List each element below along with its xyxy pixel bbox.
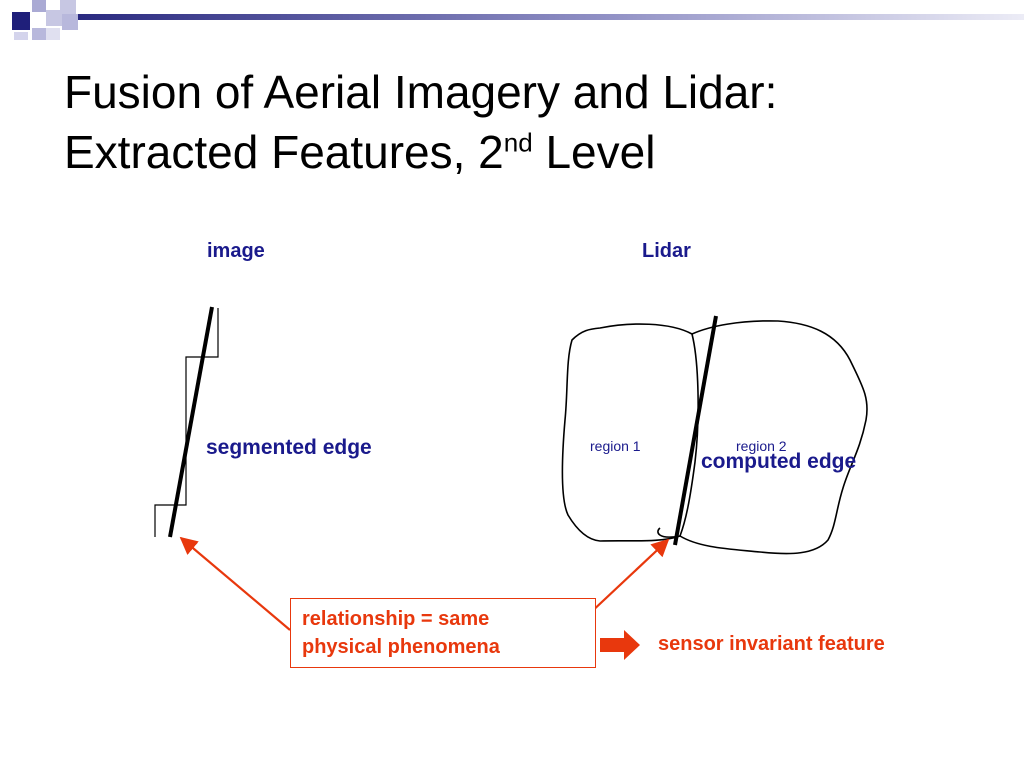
arrow-to-segmented-edge	[179, 536, 291, 631]
region-1-outline	[561, 323, 699, 542]
region-2-outline	[657, 320, 868, 555]
segmented-edge-label: segmented edge	[206, 436, 372, 459]
segmented-edge-line	[168, 306, 214, 538]
relationship-line-1: relationship = same	[302, 608, 490, 630]
region-1-label: region 1	[590, 438, 641, 454]
title-line-1: Fusion of Aerial Imagery and Lidar:	[64, 66, 778, 118]
relationship-line-2: physical phenomena	[302, 636, 500, 658]
slide-title: Fusion of Aerial Imagery and Lidar: Extr…	[64, 62, 777, 182]
computed-edge-label: computed edge	[701, 450, 857, 473]
region-2-label: region 2	[736, 438, 787, 454]
computed-edge-line	[673, 315, 718, 546]
right-block-arrow-icon	[600, 630, 640, 660]
title-superscript: nd	[503, 127, 533, 158]
segmented-edge-staircase	[154, 308, 219, 537]
title-line-2: Extracted Features, 2nd Level	[64, 122, 777, 182]
title-line-2-main: Extracted Features, 2	[64, 126, 504, 178]
title-line-2-end: Level	[532, 126, 656, 178]
relationship-box: relationship = same physical phenomena	[290, 598, 596, 668]
sensor-invariant-label: sensor invariant feature	[658, 633, 885, 655]
header-decoration	[12, 0, 1024, 40]
lidar-heading: Lidar	[642, 240, 691, 262]
image-heading: image	[207, 240, 265, 262]
